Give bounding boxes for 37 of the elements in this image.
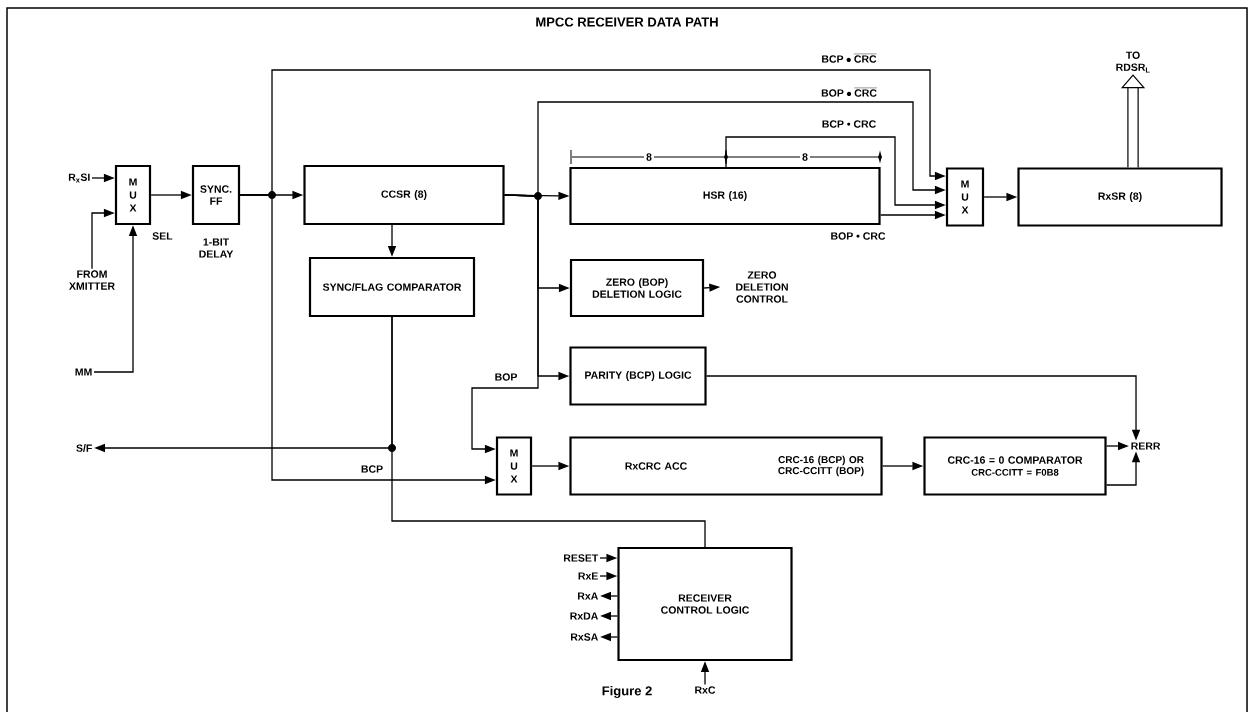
- edge-label: BCP • CRC: [822, 120, 876, 128]
- mux-box: M U X: [114, 164, 152, 226]
- signal-label: RxA: [578, 592, 598, 600]
- flip-flop-box: SYNC. FF: [191, 164, 241, 226]
- line: [391, 316, 706, 548]
- signal-label: ZERO DELETION CONTROL: [736, 271, 788, 303]
- register-box: RxSR (8): [1017, 167, 1223, 227]
- signal-label: RERR: [1131, 442, 1161, 450]
- mux-box: M U X: [945, 167, 985, 227]
- signal-label: RESET: [564, 554, 599, 562]
- edge-label: BOP: [495, 373, 517, 381]
- signal-label: RxSA: [571, 633, 598, 641]
- title: MPCC RECEIVER DATA PATH: [536, 17, 718, 27]
- comparator-box: CRC-16 = 0 COMPARATOR CRC-CCITT = F0B8: [923, 436, 1107, 496]
- edge-label: $\mathbf{BOP} \bullet \overline{\mathbf{CRC}}$: [821, 87, 877, 97]
- block-caption: 1-BIT DELAY: [199, 238, 234, 258]
- signal-label: S/F: [76, 444, 92, 452]
- edge-label: BOP • CRC: [831, 232, 886, 240]
- signal-label: MM: [75, 368, 92, 376]
- logic-box: PARITY (BCP) LOGIC: [569, 346, 707, 406]
- signal-label: TO RDSR$_{L}$: [1116, 51, 1150, 73]
- register-box: HSR (16): [569, 166, 881, 226]
- accumulator-box: RxCRC ACC CRC-16 (BCP) OR CRC-CCITT (BOP): [569, 436, 883, 496]
- signal-label: RxE: [578, 572, 598, 580]
- signal-label: RxDA: [570, 612, 598, 620]
- edge-label: BCP: [361, 465, 383, 473]
- register-box: CCSR (8): [303, 164, 505, 226]
- edge-label: $\mathbf{BCP} \bullet \overline{\mathbf{CRC}}$: [822, 53, 877, 63]
- block-caption: SEL: [152, 232, 173, 240]
- caption: Figure 2: [602, 685, 652, 699]
- signal-label: R$_{x}$SI: [68, 173, 90, 183]
- control-logic-box: RECEIVER CONTROL LOGIC: [617, 546, 793, 662]
- mux-box: M U X: [495, 436, 533, 496]
- signal-label: RxC: [695, 686, 716, 694]
- comparator-box: SYNC/FLAG COMPARATOR: [308, 256, 476, 318]
- signal-label: FROM XMITTER: [69, 270, 115, 290]
- logic-box: ZERO (BOP) DELETION LOGIC: [569, 258, 705, 318]
